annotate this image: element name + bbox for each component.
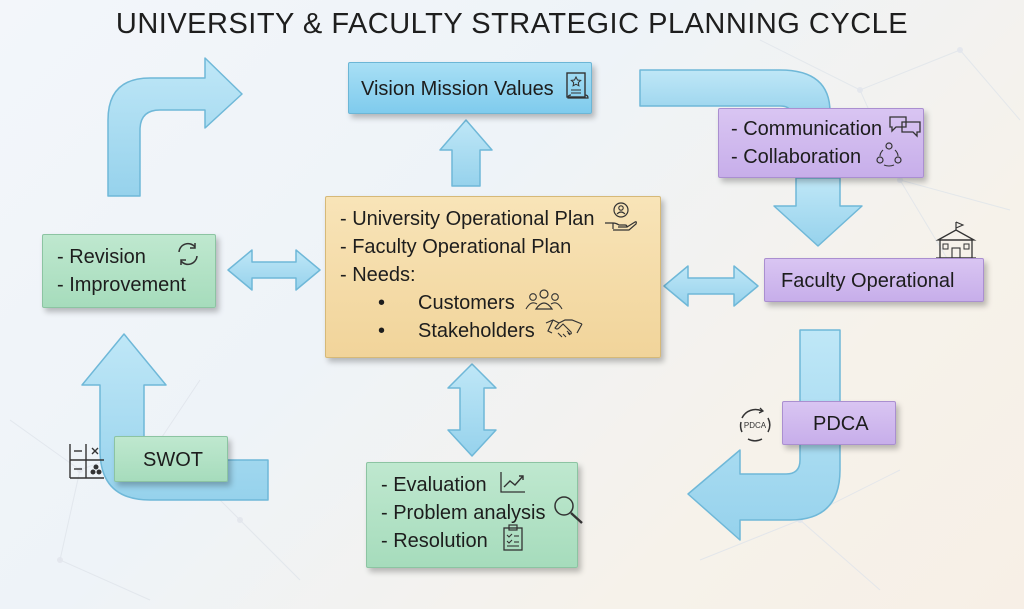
arrow-comm-to-faculty xyxy=(773,177,863,247)
handshake-icon xyxy=(545,315,583,347)
problem-analysis-label: - Problem analysis xyxy=(381,501,546,524)
diagram-title: UNIVERSITY & FACULTY STRATEGIC PLANNING … xyxy=(115,8,909,40)
trend-chart-icon xyxy=(499,470,527,500)
bullet: • xyxy=(378,291,386,314)
arrow-revision-to-vision xyxy=(107,57,243,197)
swot-matrix-icon xyxy=(66,442,106,485)
evaluation-box: - Evaluation - Problem analysis - Resolu… xyxy=(366,462,583,568)
vision-mission-values-box: Vision Mission Values xyxy=(348,62,592,114)
operational-plan-box: - University Operational Plan - Faculty … xyxy=(325,196,661,358)
communication-label: - Communication xyxy=(731,117,883,140)
pdca-label: PDCA xyxy=(813,412,869,435)
improvement-label: - Improvement xyxy=(57,273,186,296)
arrow-center-to-vision xyxy=(439,119,493,187)
hand-person-icon xyxy=(603,201,637,237)
pdca-cycle-icon: PDCA xyxy=(734,404,776,451)
certificate-icon xyxy=(564,71,590,107)
revision-improvement-box: - Revision - Improvement xyxy=(42,234,216,308)
team-cycle-icon xyxy=(875,140,903,174)
customers-label: Customers xyxy=(418,291,515,314)
pdca-box: PDCA xyxy=(782,401,896,445)
chat-bubbles-icon xyxy=(888,114,922,144)
arrow-center-faculty xyxy=(663,265,759,307)
arrow-faculty-to-evaluation xyxy=(687,329,841,541)
evaluation-label: - Evaluation xyxy=(381,473,487,496)
people-group-icon xyxy=(525,287,563,319)
revision-label: - Revision xyxy=(57,245,146,268)
needs-label: - Needs: xyxy=(340,263,416,286)
faculty-operational-label: Faculty Operational xyxy=(781,269,955,292)
magnifier-icon xyxy=(552,495,586,531)
arrow-center-revision xyxy=(227,249,321,291)
arrow-center-evaluation xyxy=(447,363,497,457)
pdca-icon-text: PDCA xyxy=(744,421,767,430)
swot-box: SWOT xyxy=(114,436,228,482)
resolution-label: - Resolution xyxy=(381,529,488,552)
clipboard-checklist-icon xyxy=(502,524,524,558)
stakeholders-label: Stakeholders xyxy=(418,319,535,342)
vision-label: Vision Mission Values xyxy=(361,77,554,100)
swot-label: SWOT xyxy=(143,448,203,471)
faculty-plan-label: - Faculty Operational Plan xyxy=(340,235,572,258)
bullet: • xyxy=(378,319,386,342)
university-plan-label: - University Operational Plan xyxy=(340,207,595,230)
refresh-icon xyxy=(174,240,202,274)
communication-collaboration-box: - Communication - Collaboration xyxy=(718,108,924,178)
faculty-operational-box: Faculty Operational xyxy=(764,258,984,302)
collaboration-label: - Collaboration xyxy=(731,145,862,168)
